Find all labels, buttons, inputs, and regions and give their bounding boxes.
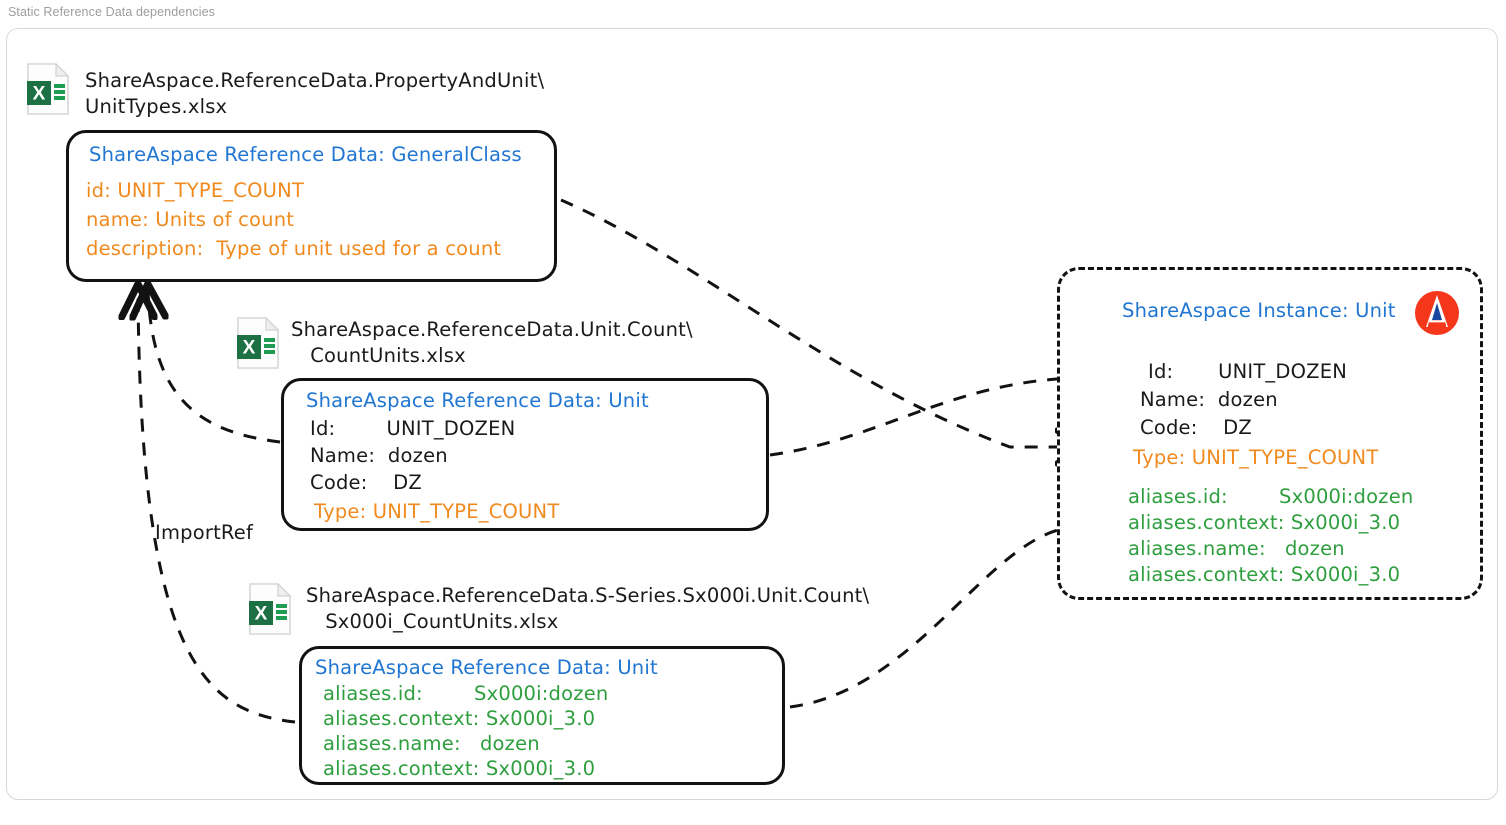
- row-value: Units of count: [155, 208, 295, 231]
- row-value: UNIT_DOZEN: [1218, 360, 1348, 383]
- instance-row-aliases-context-2: aliases.context: Sx000i_3.0: [1128, 563, 1400, 586]
- row-label: aliases.context:: [1128, 511, 1285, 534]
- row-label: aliases.id:: [1128, 485, 1228, 508]
- svg-text:X: X: [243, 338, 256, 359]
- excel-file-icon: X: [237, 317, 280, 369]
- general-class-row-description: description: Type of unit used for a cou…: [86, 237, 501, 260]
- count-units-row-code: Code: DZ: [310, 471, 422, 494]
- row-label: name:: [86, 208, 149, 231]
- count-units-row-name: Name: dozen: [310, 444, 448, 467]
- row-value: UNIT_TYPE_COUNT: [1191, 446, 1379, 469]
- row-label: Type:: [1133, 446, 1186, 469]
- row-label: Id:: [310, 417, 336, 440]
- excel-file-icon: X: [27, 63, 70, 115]
- count-units-card[interactable]: ShareAspace Reference Data: Unit Id: UNI…: [281, 378, 769, 531]
- row-value: Sx000i_3.0: [485, 707, 596, 730]
- page-title: Static Reference Data dependencies: [8, 5, 216, 19]
- file-path-1: ShareAspace.ReferenceData.PropertyAndUni…: [85, 68, 544, 120]
- row-value: DZ: [1223, 416, 1252, 439]
- file-path-2-line1: ShareAspace.ReferenceData.Unit.Count\: [291, 318, 693, 341]
- file-path-3: ShareAspace.ReferenceData.S-Series.Sx000…: [306, 583, 869, 635]
- general-class-card[interactable]: ShareAspace Reference Data: GeneralClass…: [66, 130, 557, 282]
- row-value: Sx000i:dozen: [1279, 485, 1414, 508]
- sx000i-count-units-card[interactable]: ShareAspace Reference Data: Unit aliases…: [299, 646, 785, 785]
- file-path-3-line1: ShareAspace.ReferenceData.S-Series.Sx000…: [306, 584, 870, 607]
- row-value: Sx000i_3.0: [485, 757, 596, 780]
- count-units-row-id: Id: UNIT_DOZEN: [310, 417, 515, 440]
- instance-title: ShareAspace Instance: Unit: [1122, 299, 1396, 322]
- instance-row-aliases-context-1: aliases.context: Sx000i_3.0: [1128, 511, 1400, 534]
- sx000i-card-title: ShareAspace Reference Data: Unit: [315, 656, 658, 679]
- row-label: Code:: [310, 471, 368, 494]
- row-label: aliases.context:: [323, 757, 480, 780]
- general-class-row-name: name: Units of count: [86, 208, 294, 231]
- row-value: DZ: [393, 471, 422, 494]
- row-value: dozen: [387, 444, 448, 467]
- row-value: Sx000i_3.0: [1290, 563, 1401, 586]
- sx000i-row-aliases-context-1: aliases.context: Sx000i_3.0: [323, 707, 595, 730]
- file-path-1-line1: ShareAspace.ReferenceData.PropertyAndUni…: [85, 69, 545, 92]
- row-value: Sx000i_3.0: [1290, 511, 1401, 534]
- row-label: Name:: [310, 444, 376, 467]
- svg-text:X: X: [33, 84, 46, 105]
- row-label: aliases.name:: [323, 732, 461, 755]
- sx000i-row-aliases-name: aliases.name: dozen: [323, 732, 540, 755]
- row-label: aliases.id:: [323, 682, 423, 705]
- row-value: dozen: [479, 732, 540, 755]
- row-value: Type of unit used for a count: [216, 237, 502, 260]
- shareaspace-instance-box[interactable]: ShareAspace Instance: Unit Id: UNIT_DOZE…: [1057, 267, 1483, 600]
- sx000i-row-aliases-context-2: aliases.context: Sx000i_3.0: [323, 757, 595, 780]
- instance-row-code: Code: DZ: [1140, 416, 1252, 439]
- row-label: description:: [86, 237, 204, 260]
- row-value: UNIT_DOZEN: [386, 417, 516, 440]
- row-label: Code:: [1140, 416, 1198, 439]
- excel-file-icon: X: [249, 583, 292, 635]
- instance-row-name: Name: dozen: [1140, 388, 1278, 411]
- count-units-row-type: Type: UNIT_TYPE_COUNT: [314, 500, 559, 523]
- count-units-card-title: ShareAspace Reference Data: Unit: [306, 389, 649, 412]
- general-class-row-id: id: UNIT_TYPE_COUNT: [86, 179, 304, 202]
- row-value: dozen: [1217, 388, 1278, 411]
- instance-row-type: Type: UNIT_TYPE_COUNT: [1133, 446, 1378, 469]
- file-path-3-line2: Sx000i_CountUnits.xlsx: [325, 610, 559, 633]
- instance-row-id: Id: UNIT_DOZEN: [1148, 360, 1347, 383]
- file-path-1-line2: UnitTypes.xlsx: [85, 95, 228, 118]
- file-path-2: ShareAspace.ReferenceData.Unit.Count\ Co…: [291, 317, 693, 369]
- edge-label-importref: ImportRef: [155, 521, 254, 544]
- row-value: UNIT_TYPE_COUNT: [372, 500, 560, 523]
- row-label: aliases.context:: [323, 707, 480, 730]
- svg-text:X: X: [255, 604, 268, 625]
- instance-row-aliases-id: aliases.id: Sx000i:dozen: [1128, 485, 1413, 508]
- shareaspace-logo: [1415, 291, 1459, 335]
- row-value: UNIT_TYPE_COUNT: [117, 179, 305, 202]
- instance-row-aliases-name: aliases.name: dozen: [1128, 537, 1345, 560]
- file-path-2-line2: CountUnits.xlsx: [310, 344, 466, 367]
- row-label: Id:: [1148, 360, 1174, 383]
- general-class-card-title: ShareAspace Reference Data: GeneralClass: [89, 143, 522, 166]
- row-label: aliases.context:: [1128, 563, 1285, 586]
- row-label: id:: [86, 179, 111, 202]
- sx000i-row-aliases-id: aliases.id: Sx000i:dozen: [323, 682, 608, 705]
- row-label: Name:: [1140, 388, 1206, 411]
- row-label: Type:: [314, 500, 367, 523]
- row-value: dozen: [1284, 537, 1345, 560]
- row-value: Sx000i:dozen: [474, 682, 609, 705]
- row-label: aliases.name:: [1128, 537, 1266, 560]
